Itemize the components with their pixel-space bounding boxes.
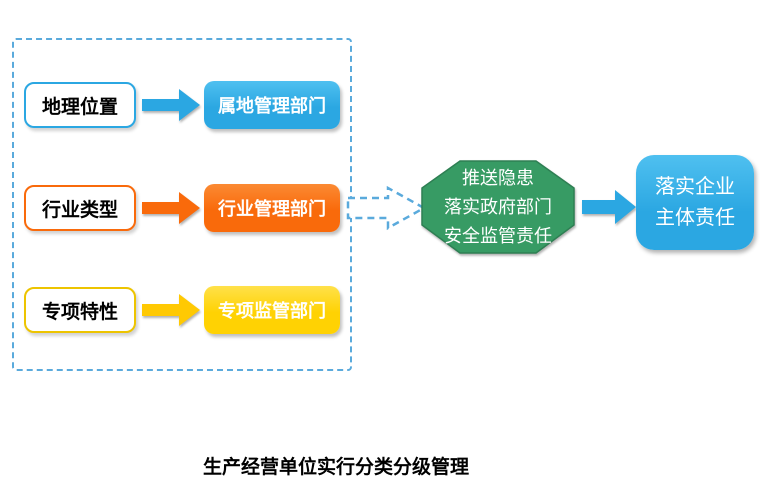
result-line-1: 落实企业: [655, 175, 735, 198]
hub-octagon-government-responsibility: 推送隐患 落实政府部门 安全监管责任: [420, 159, 576, 255]
arrow-special-to-supervision-dept: [142, 292, 202, 328]
target-box-label: 行业管理部门: [218, 199, 326, 219]
source-box-label: 行业类型: [41, 199, 118, 221]
result-box-enterprise-responsibility: 落实企业 主体责任: [636, 155, 754, 250]
source-box-industry-type: 行业类型: [24, 185, 136, 231]
source-box-special-characteristics: 专项特性: [24, 287, 136, 333]
arrow-industry-to-industry-dept: [142, 190, 202, 226]
hub-text: 推送隐患 落实政府部门 安全监管责任: [420, 159, 576, 255]
result-line-2: 主体责任: [655, 206, 735, 229]
target-box-industry-dept: 行业管理部门: [204, 184, 340, 232]
hub-line-2: 落实政府部门: [444, 196, 552, 217]
arrow-hub-to-result: [582, 187, 638, 227]
hub-line-3: 安全监管责任: [444, 225, 552, 246]
target-box-territorial-dept: 属地管理部门: [204, 81, 340, 129]
source-box-label: 地理位置: [41, 96, 118, 118]
dashed-arrow-frame-to-hub: [346, 184, 428, 232]
target-box-label: 属地管理部门: [218, 96, 326, 116]
target-box-special-supervision-dept: 专项监管部门: [204, 286, 340, 334]
hub-line-1: 推送隐患: [462, 167, 534, 188]
source-box-geographic-location: 地理位置: [24, 82, 136, 128]
diagram-caption: 生产经营单位实行分类分级管理: [202, 457, 469, 478]
target-box-label: 专项监管部门: [218, 301, 326, 321]
source-box-label: 专项特性: [41, 301, 118, 323]
arrow-geo-to-territorial: [142, 87, 202, 123]
